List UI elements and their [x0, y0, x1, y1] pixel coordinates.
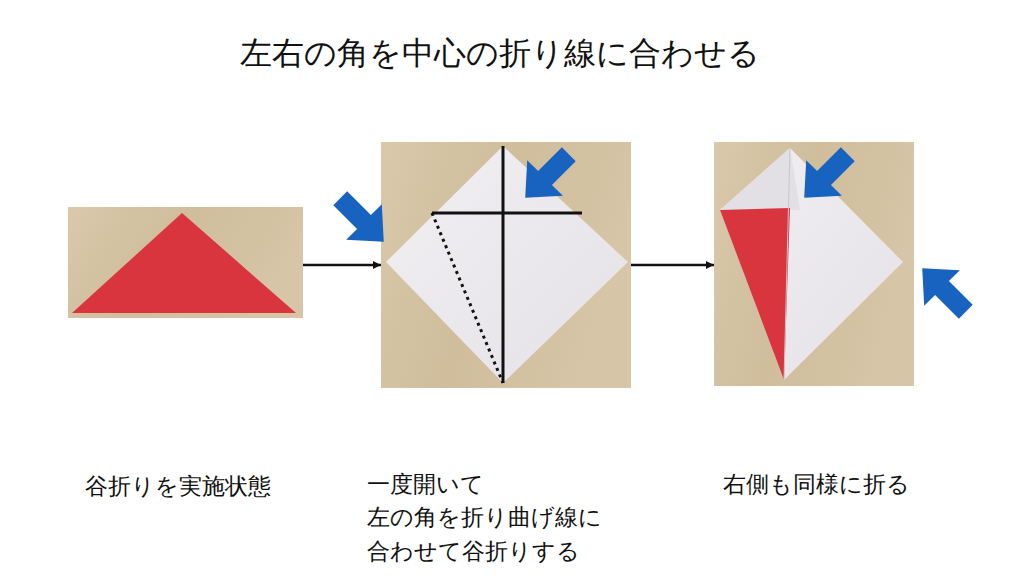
- page-title: 左右の角を中心の折り線に合わせる: [0, 32, 1000, 76]
- blue-arrow: [322, 180, 401, 259]
- step-photo: 右側も同様に折る: [714, 142, 914, 386]
- blue-arrow: [507, 136, 586, 215]
- blue-arrow: [786, 136, 865, 215]
- caption-holder: 谷折りを実施状態: [85, 470, 271, 503]
- step-photo: 一度開いて 左の角を折り曲げ線に 合わせて谷折りする: [381, 142, 631, 388]
- caption-holder: 右側も同様に折る: [723, 468, 910, 501]
- step-caption: 谷折りを実施状態: [85, 470, 271, 503]
- photo-opened-square: [381, 142, 631, 388]
- step-photo: 谷折りを実施状態: [68, 207, 303, 318]
- caption-holder: 一度開いて 左の角を折り曲げ線に 合わせて谷折りする: [367, 468, 611, 568]
- photo-folded-triangle: [68, 207, 303, 318]
- step-arrow: [631, 264, 714, 267]
- step-caption: 一度開いて 左の角を折り曲げ線に 合わせて谷折りする: [367, 468, 611, 568]
- step-caption: 右側も同様に折る: [723, 468, 910, 501]
- blue-arrow: [904, 250, 983, 329]
- step-arrow: [303, 264, 381, 267]
